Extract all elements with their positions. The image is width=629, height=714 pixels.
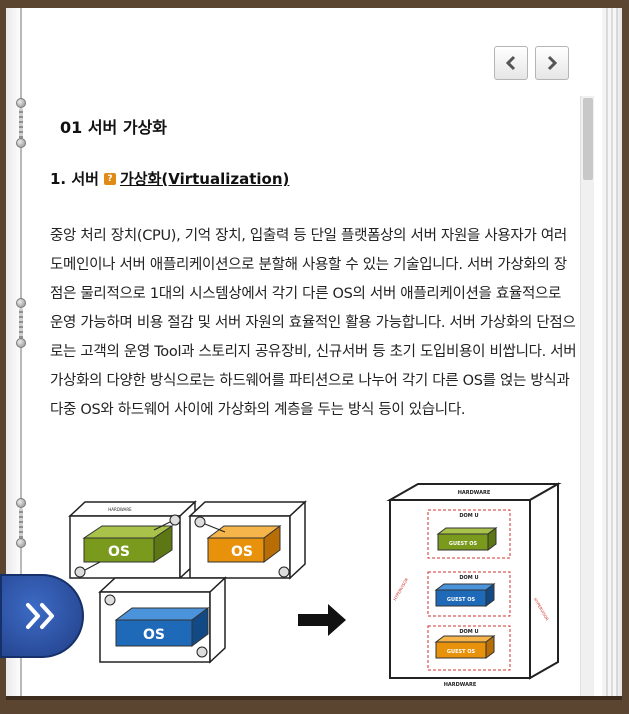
binding-ring xyxy=(14,298,28,348)
hardware-label: HARDWARE xyxy=(458,490,491,496)
hypervisor-box: HARDWARE HARDWARE DOM U GUEST OS DOM U G… xyxy=(386,482,562,688)
binding-ring xyxy=(14,498,28,548)
page-edge xyxy=(602,8,622,698)
scrollbar-thumb[interactable] xyxy=(583,98,593,180)
chevron-right-icon xyxy=(547,55,558,71)
os-label: OS xyxy=(143,627,165,643)
guest-os-label: GUEST OS xyxy=(449,541,478,547)
help-icon[interactable]: ? xyxy=(103,172,116,185)
subsection-heading: 1. 서버 ? 가상화(Virtualization) xyxy=(50,168,289,189)
dom-u-label: DOM U xyxy=(459,513,478,519)
os-label: OS xyxy=(231,544,253,560)
virtualization-link[interactable]: 가상화(Virtualization) xyxy=(119,170,290,188)
subsection-prefix: 1. 서버 xyxy=(50,170,99,188)
arrow-right-icon xyxy=(298,604,346,636)
next-page-button[interactable] xyxy=(535,46,569,80)
prev-page-button[interactable] xyxy=(494,46,528,80)
next-chapter-button[interactable] xyxy=(0,574,84,658)
double-chevron-right-icon xyxy=(26,603,54,629)
hardware-label: HARDWARE xyxy=(108,507,132,512)
vertical-scrollbar[interactable] xyxy=(580,96,594,696)
guest-os-label: GUEST OS xyxy=(447,649,476,655)
dom-u-label: DOM U xyxy=(459,629,478,635)
hardware-box-blue: OS xyxy=(98,576,227,664)
bottom-edge xyxy=(6,696,622,700)
os-label: OS xyxy=(108,544,130,560)
diagram-illustration: OS HARDWARE OS OS xyxy=(68,482,562,688)
virtualization-diagram: OS HARDWARE OS OS xyxy=(60,480,580,690)
binding-line xyxy=(20,8,22,698)
chevron-left-icon xyxy=(505,55,516,71)
description-paragraph: 중앙 처리 장치(CPU), 기억 장치, 입출력 등 단일 플랫폼상의 서버 … xyxy=(50,228,577,418)
hardware-box-green: OS HARDWARE xyxy=(68,500,197,580)
hardware-label: HARDWARE xyxy=(444,682,477,688)
binding-ring xyxy=(14,98,28,148)
dom-u-label: DOM U xyxy=(459,575,478,581)
hardware-box-orange: OS xyxy=(188,500,307,580)
section-title: 01 서버 가상화 xyxy=(60,118,168,137)
guest-os-label: GUEST OS xyxy=(447,597,476,603)
